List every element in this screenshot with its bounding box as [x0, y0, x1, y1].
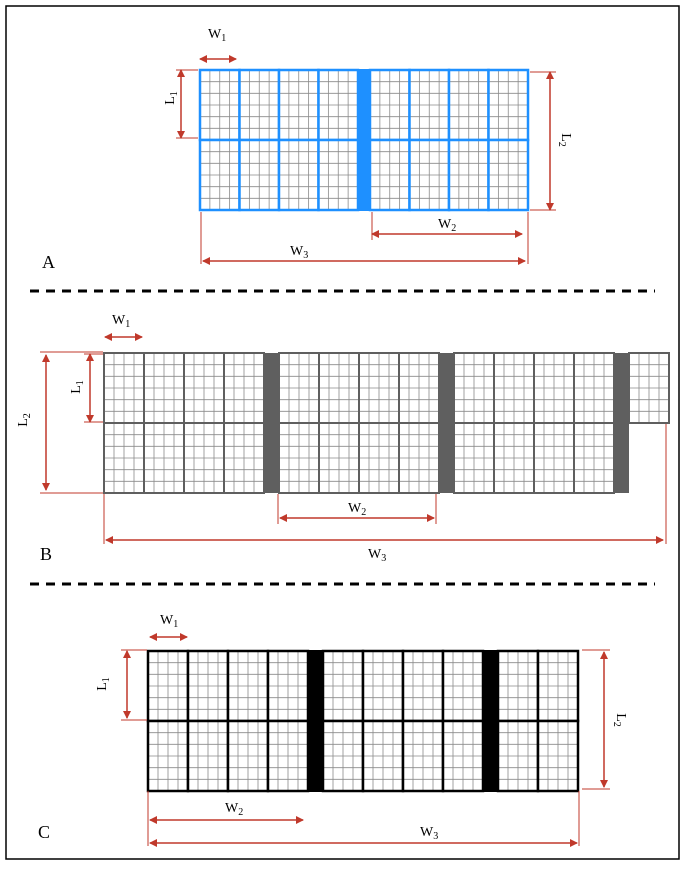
panel-b-modules	[103, 352, 670, 494]
a-l1-label: L1	[163, 91, 180, 105]
panel-b-letter: B	[40, 544, 52, 564]
a-w2-label: W2	[438, 217, 456, 234]
a-w1-label: W1	[208, 27, 226, 44]
panel-a-array: W1 L1 L2 W2 W3 A	[42, 27, 573, 272]
b-w2-label: W2	[348, 501, 366, 518]
b-w1-label: W1	[112, 313, 130, 330]
b-w3-label: W3	[368, 547, 386, 564]
panel-b-dimensions	[40, 333, 667, 544]
row-gap-bar	[439, 353, 454, 493]
b-l1-label: L1	[69, 380, 86, 394]
row-gap-bar	[264, 353, 279, 493]
row-gap-bar	[614, 353, 629, 493]
outer-frame	[5, 5, 680, 860]
panel-a-dimensions	[176, 55, 556, 265]
c-l2-label: L2	[611, 713, 628, 727]
panel-c-letter: C	[38, 822, 50, 842]
row-gap-bar	[308, 651, 323, 791]
panel-a-modules	[198, 68, 530, 212]
array-outline	[199, 69, 529, 211]
c-w3-label: W3	[420, 825, 438, 842]
c-l1-label: L1	[95, 677, 112, 691]
c-w1-label: W1	[160, 613, 178, 630]
panel-c-dimensions	[121, 633, 610, 847]
panel-c-array: W1 L1 L2 W2 W3 C	[38, 613, 628, 847]
panel-c-modules	[146, 649, 580, 793]
c-w2-label: W2	[225, 801, 243, 818]
module-frame	[628, 352, 670, 424]
a-w3-label: W3	[290, 244, 308, 261]
panel-b-array: W1 L1 L2 W2 W3 B	[16, 313, 670, 564]
row-gap-bar	[358, 70, 370, 210]
panel-a-letter: A	[42, 252, 55, 272]
a-l2-label: L2	[556, 133, 573, 147]
b-l2-label: L2	[16, 413, 33, 427]
row-gap-bar	[483, 651, 498, 791]
array-outline	[147, 650, 579, 792]
